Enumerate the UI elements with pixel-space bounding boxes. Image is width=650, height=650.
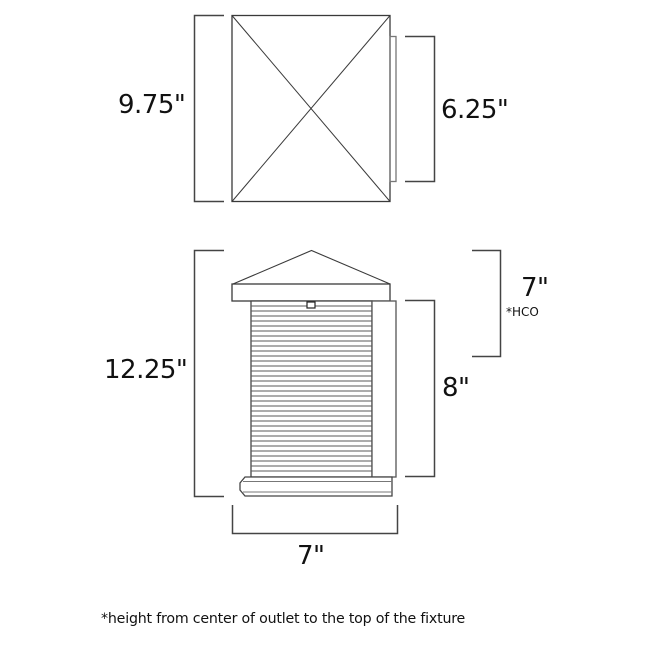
dimension-bracket-8 xyxy=(405,299,436,478)
fixture-roof xyxy=(232,249,391,285)
dimension-bracket-9-75 xyxy=(193,14,224,203)
side-view-backplate xyxy=(371,300,397,478)
fixture-screw xyxy=(306,301,316,309)
dimension-label-top-backplate: 6.25" xyxy=(441,95,509,125)
dimension-label-side-height: 12.25" xyxy=(104,355,188,385)
top-view-diagonal xyxy=(231,15,391,202)
dimension-bracket-12-25 xyxy=(193,249,224,498)
top-view-backplate xyxy=(389,35,397,183)
dimension-label-side-backplate: 8" xyxy=(442,373,470,403)
footnote: *height from center of outlet to the top… xyxy=(101,611,466,627)
side-view xyxy=(193,249,502,535)
dimension-bracket-width xyxy=(231,505,399,535)
dimension-bracket-hco xyxy=(472,249,502,358)
hco-label: *HCO xyxy=(506,305,539,319)
dimension-label-width: 7" xyxy=(297,541,325,571)
dimension-label-top-height: 9.75" xyxy=(118,90,186,120)
dimension-label-hco: 7" xyxy=(521,273,549,303)
fixture-cap xyxy=(231,283,391,302)
fixture-louvres xyxy=(251,305,372,472)
dimension-bracket-6-25 xyxy=(405,35,436,183)
fixture-base xyxy=(239,476,393,497)
top-view xyxy=(193,14,436,203)
